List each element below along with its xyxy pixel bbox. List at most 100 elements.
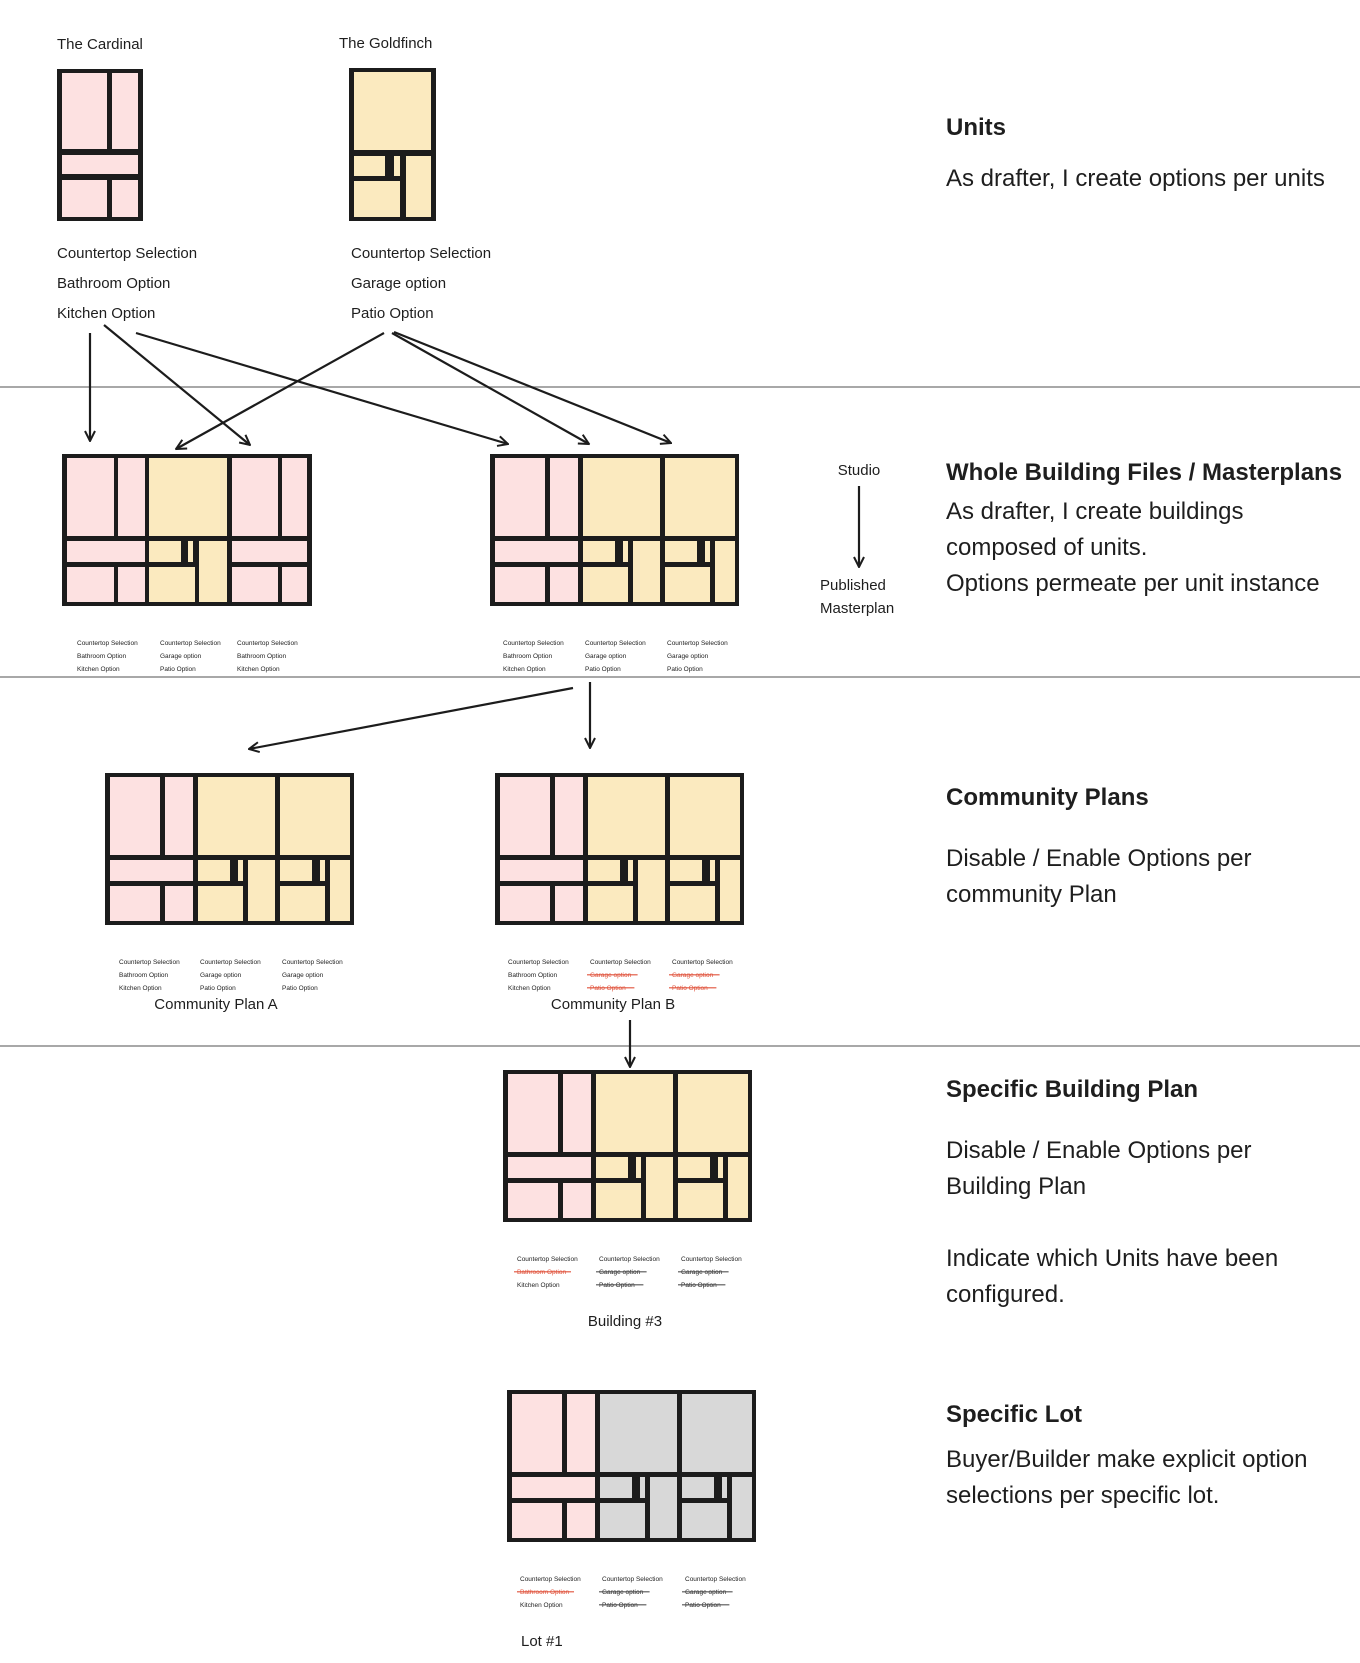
room-panel [555, 777, 583, 855]
room-panel [110, 777, 160, 855]
room-panel [67, 541, 145, 562]
section-lot: Specific Lot Buyer/Builder make explicit… [946, 1401, 1308, 1509]
room-panel [596, 1157, 628, 1178]
room-panel [728, 1157, 748, 1218]
option-text: Countertop Selection [685, 1576, 746, 1583]
cardinal-option-2: Bathroom Option [57, 275, 170, 292]
room-panel [67, 567, 114, 602]
room-panel [512, 1477, 595, 1498]
section-title: Units [946, 114, 1006, 141]
room-panel [600, 1503, 645, 1538]
room-panel [678, 1157, 710, 1178]
room-panel [495, 567, 545, 602]
option-text: Patio Option [200, 985, 236, 992]
section-community: Community Plans Disable / Enable Options… [946, 784, 1252, 908]
option-text: Countertop Selection [681, 1256, 742, 1263]
room-panel [330, 860, 350, 921]
room-panel [118, 567, 145, 602]
section-title: Community Plans [946, 784, 1149, 811]
arrow [249, 686, 574, 749]
published-label: Published [820, 577, 886, 594]
room-panel [320, 860, 325, 881]
section-body-line: configured. [946, 1281, 1065, 1308]
room-panel [583, 458, 660, 536]
room-panel [588, 777, 665, 855]
arrow [103, 324, 250, 445]
room-panel [110, 860, 193, 881]
room-panel [188, 541, 193, 562]
section-title: Whole Building Files / Masterplans [946, 459, 1342, 486]
option-text: Kitchen Option [237, 666, 280, 673]
room-panel [600, 1394, 677, 1472]
room-panel [149, 541, 181, 562]
option-text: Patio Option [685, 1602, 721, 1609]
option-text: Kitchen Option [508, 985, 551, 992]
room-panel [665, 541, 697, 562]
option-text: Patio Option [681, 1282, 717, 1289]
cardinal-option-1: Countertop Selection [57, 245, 197, 262]
option-text: Patio Option [599, 1282, 635, 1289]
room-panel [149, 567, 195, 602]
option-text: Garage option [590, 972, 632, 979]
option-text: Countertop Selection [160, 640, 221, 647]
room-panel [555, 886, 583, 921]
room-panel [508, 1183, 558, 1218]
room-panel [280, 860, 312, 881]
room-panel [67, 458, 114, 536]
unit-cardinal [57, 69, 143, 221]
section-body-line: Disable / Enable Options per [946, 1137, 1252, 1164]
room-panel [563, 1074, 591, 1152]
option-text: Patio Option [672, 985, 708, 992]
option-text: Countertop Selection [77, 640, 138, 647]
option-text: Countertop Selection [590, 959, 651, 966]
section-title: Specific Lot [946, 1401, 1082, 1428]
room-panel [110, 886, 160, 921]
masterplan-building-1 [62, 454, 312, 606]
section-body-line: As drafter, I create options per units [946, 165, 1325, 192]
section-body-line: Disable / Enable Options per [946, 845, 1252, 872]
room-panel [508, 1074, 558, 1152]
option-text: Countertop Selection [667, 640, 728, 647]
room-panel [633, 541, 660, 602]
room-panel [232, 541, 307, 562]
section-units: Units As drafter, I create options per u… [946, 114, 1325, 192]
room-panel [495, 458, 545, 536]
room-panel [248, 860, 275, 921]
arrow [393, 330, 671, 443]
room-panel [682, 1477, 714, 1498]
cardinal-option-3: Kitchen Option [57, 305, 155, 322]
room-panel [198, 886, 243, 921]
room-panel [500, 777, 550, 855]
option-text: Patio Option [590, 985, 626, 992]
room-panel [500, 860, 583, 881]
room-panel [232, 567, 278, 602]
goldfinch-option-2: Garage option [351, 275, 446, 292]
room-panel [682, 1394, 752, 1472]
goldfinch-option-3: Patio Option [351, 305, 434, 322]
community-plan-b-building [495, 773, 744, 925]
room-panel [512, 1503, 562, 1538]
room-panel [636, 1157, 641, 1178]
room-panel [495, 541, 578, 562]
room-panel [500, 886, 550, 921]
option-text: Patio Option [667, 666, 703, 673]
option-text: Countertop Selection [602, 1576, 663, 1583]
option-text: Kitchen Option [119, 985, 162, 992]
option-text: Garage option [667, 653, 709, 660]
room-panel [670, 860, 702, 881]
room-panel [600, 1477, 632, 1498]
option-text: Countertop Selection [282, 959, 343, 966]
masterplan-to-community-arrows [249, 682, 590, 749]
option-text: Garage option [599, 1269, 641, 1276]
arrow [391, 332, 589, 444]
room-panel [280, 886, 325, 921]
option-text: Kitchen Option [520, 1602, 563, 1609]
room-panel [198, 860, 230, 881]
room-panel [282, 458, 307, 536]
unit-goldfinch [349, 68, 436, 221]
option-text: Countertop Selection [503, 640, 564, 647]
option-text: Kitchen Option [77, 666, 120, 673]
section-body-line: Indicate which Units have been [946, 1245, 1278, 1272]
option-text: Kitchen Option [517, 1282, 560, 1289]
